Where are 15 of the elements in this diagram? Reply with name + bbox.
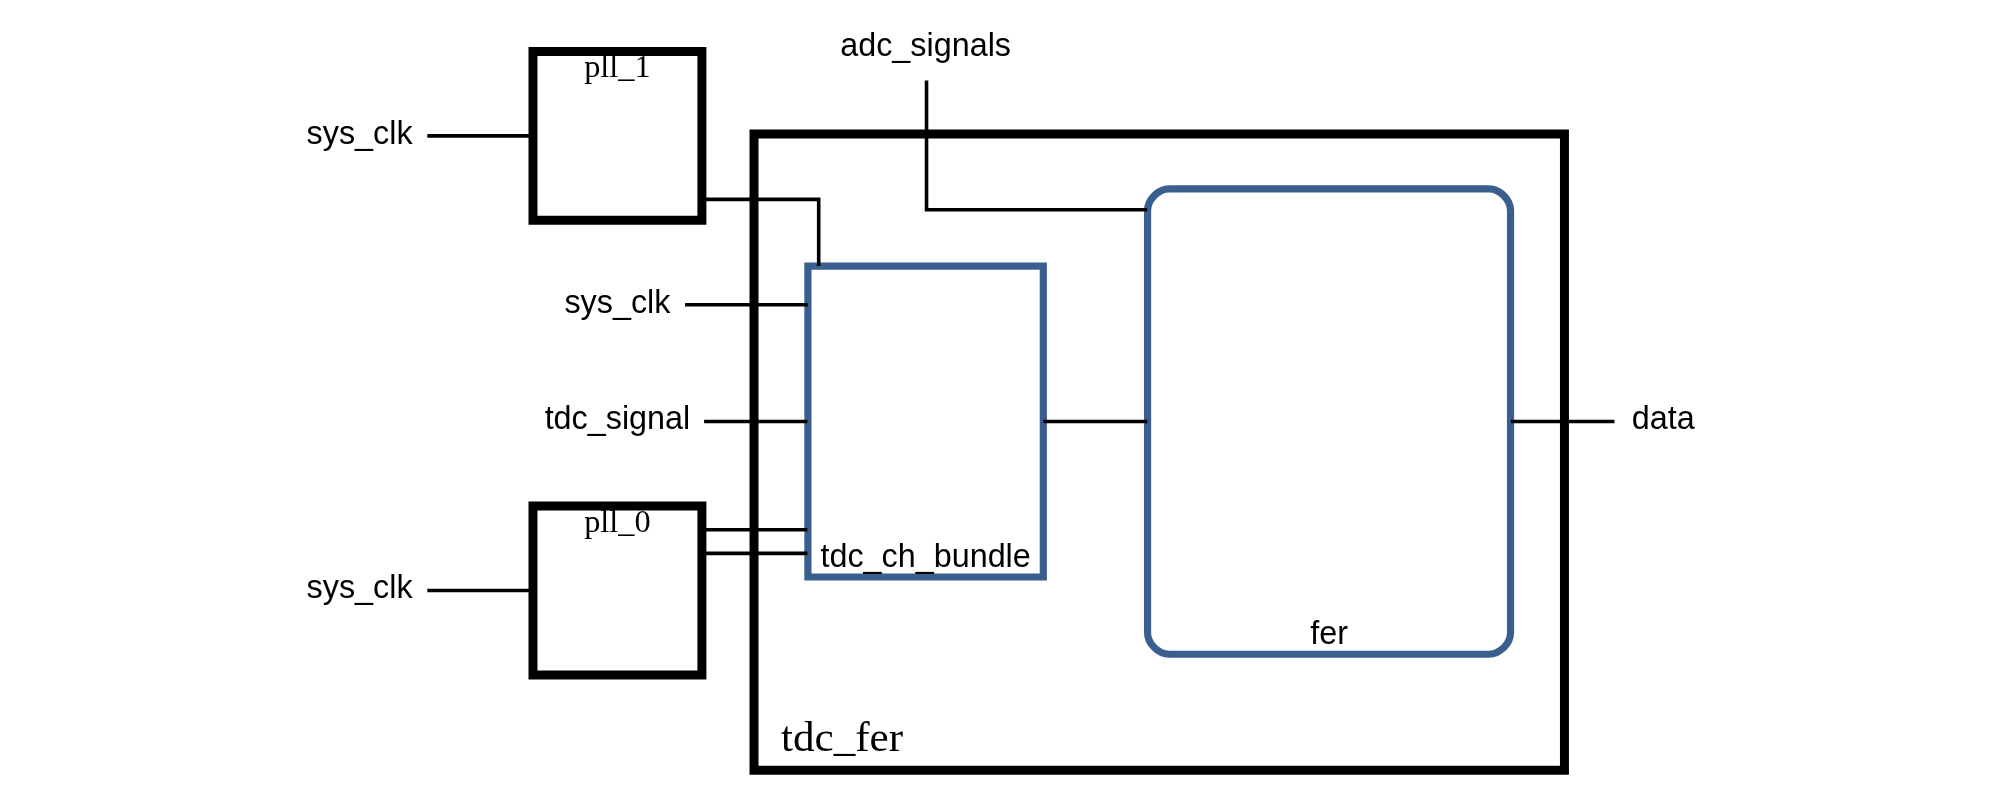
node-box: tdc_ch_bundle: [804, 262, 1047, 581]
node-box: pll_0: [528, 501, 707, 680]
node-text: adc_signals: [840, 26, 1011, 63]
connector: [924, 80, 1148, 212]
node-text: data: [1631, 400, 1695, 437]
node-text: tdc_signal: [544, 400, 691, 437]
node-box: pll_1: [528, 46, 707, 225]
connector: [1043, 419, 1148, 424]
connector: [1510, 419, 1615, 424]
node-box: fer: [1143, 185, 1515, 658]
connector: [704, 419, 808, 424]
node-text: sys_clk: [306, 569, 413, 606]
node-text: sys_clk: [564, 283, 671, 320]
node-text: sys_clk: [306, 114, 413, 151]
connector: [685, 302, 808, 307]
